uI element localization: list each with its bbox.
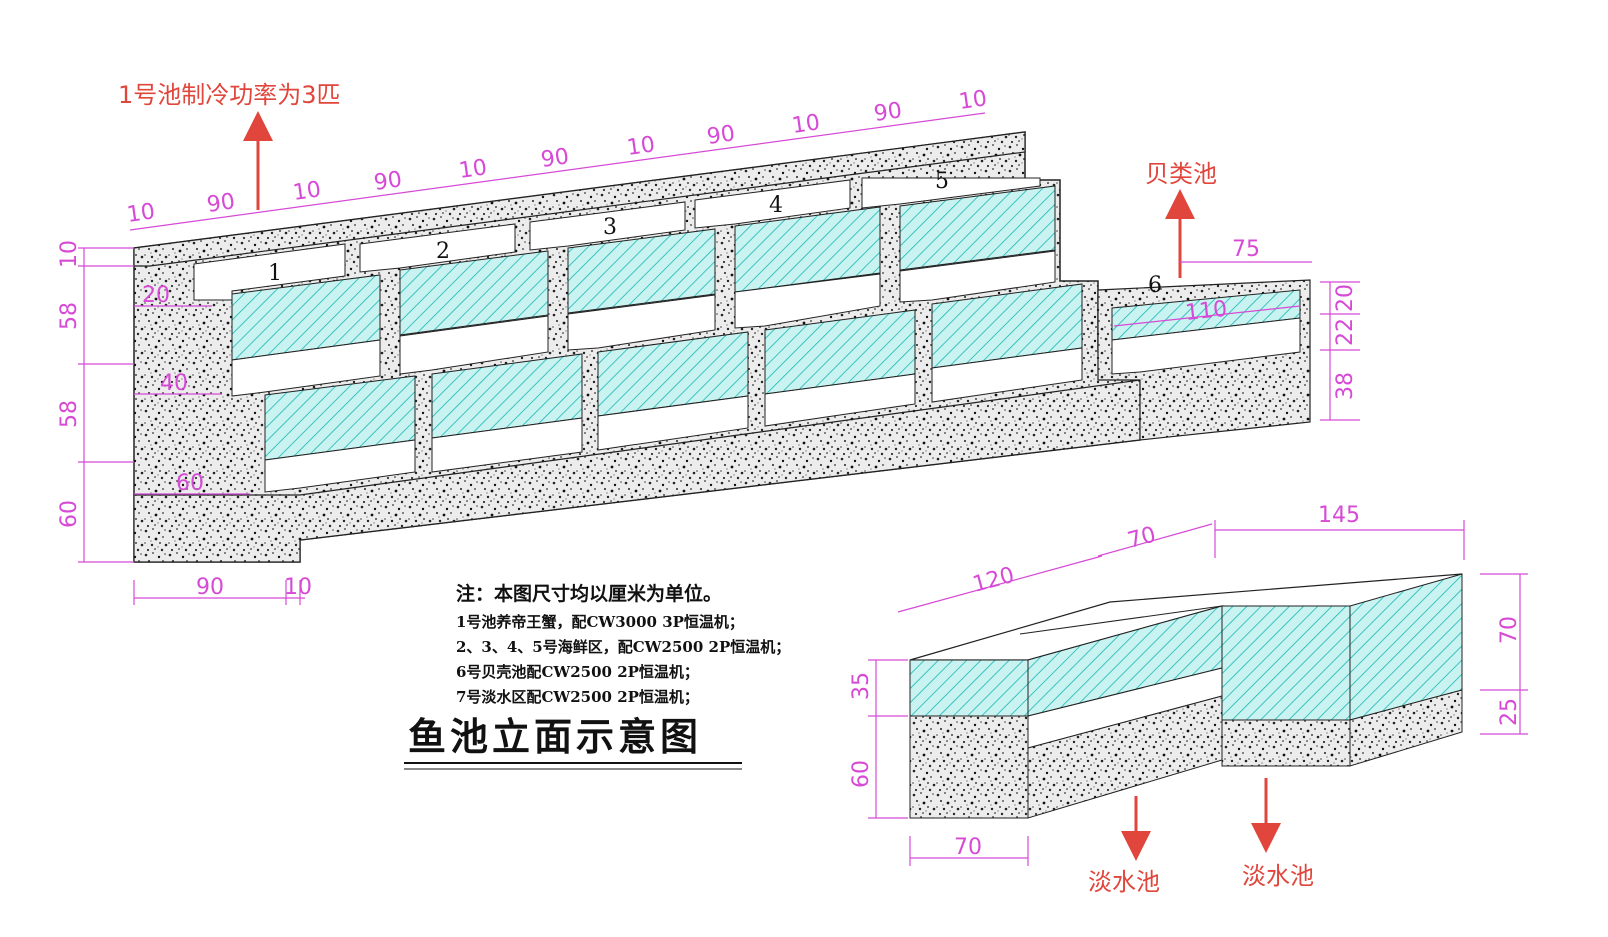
notes-block: 注：本图尺寸均以厘米为单位。 1号池养帝王蟹，配CW3000 3P恒温机； 2、…	[456, 582, 790, 706]
pond-number-6: 6	[1148, 273, 1162, 298]
dim-label: 10	[625, 132, 656, 161]
cooling-note: 1号池制冷功率为3匹	[118, 81, 341, 109]
dim-label: 22	[1333, 318, 1358, 346]
tank-cell	[567, 294, 716, 351]
dim-label: 90	[872, 98, 903, 127]
dim-label: 20	[1333, 284, 1358, 312]
dim-label: 60	[849, 760, 874, 788]
tank-cell	[231, 339, 381, 397]
dim-label: 70	[1497, 616, 1522, 644]
tank-cell	[931, 347, 1083, 403]
dim-label: 90	[539, 144, 570, 173]
freshwater-label: 淡水池	[1088, 868, 1160, 896]
dim-label: 10	[284, 575, 312, 600]
upper-pond-structure	[133, 131, 1311, 563]
tank-cell	[193, 243, 346, 301]
tank-cell	[264, 439, 416, 493]
top-dimension-line	[129, 112, 986, 231]
base-slab	[133, 379, 1141, 563]
tank-water	[734, 206, 881, 293]
concrete-front-left	[909, 715, 1029, 819]
tank-water	[899, 185, 1056, 271]
dim-label: 75	[1232, 237, 1260, 262]
tank-cell	[694, 179, 851, 229]
dim-label: 90	[372, 167, 403, 196]
inner-dimensions: 20 40 60	[134, 283, 250, 496]
shellfish-label: 贝类池	[1145, 160, 1217, 188]
left-dimension-line	[78, 247, 134, 563]
dim-label: 60	[57, 500, 82, 528]
pond-number-3: 3	[603, 215, 617, 240]
notes-line: 2、3、4、5号海鲜区，配CW2500 2P恒温机；	[456, 638, 790, 656]
pond-number-5: 5	[935, 169, 949, 194]
freshwater-annotation-1: 淡水池	[1088, 796, 1160, 896]
pond-number-labels: 1 2 3 4 5 6	[268, 169, 1162, 298]
freshwater-label: 淡水池	[1242, 862, 1314, 890]
notes-line: 1号池养帝王蟹，配CW3000 3P恒温机；	[456, 613, 744, 631]
pond-number-4: 4	[769, 193, 783, 218]
freshwater-annotation-2: 淡水池	[1242, 778, 1314, 890]
dim-label: 60	[176, 471, 204, 496]
diagram-title: 鱼池立面示意图	[408, 715, 702, 759]
dim-label: 10	[790, 110, 821, 139]
dim-label: 10	[457, 155, 488, 184]
top-dimensions: 10 90 10 90 10 90 10 90 10 90 10	[125, 86, 988, 228]
bottom-dimension-line	[133, 580, 305, 605]
dim-label: 58	[57, 302, 82, 330]
lower-dimensions	[868, 520, 1528, 866]
tank-cell	[899, 250, 1056, 303]
tank-cell	[431, 417, 583, 473]
pond-number-1: 1	[268, 261, 282, 286]
concrete-front-right	[1221, 719, 1351, 767]
lower-pond-structure	[909, 573, 1463, 819]
dim-label: 70	[1125, 522, 1159, 553]
dim-label: 38	[1333, 372, 1358, 400]
dim-label: 25	[1497, 698, 1522, 726]
tank-cell	[734, 273, 881, 329]
dim-label: 40	[160, 371, 188, 396]
tank-cell	[399, 315, 549, 375]
pond6-cell	[1111, 317, 1301, 375]
shellfish-annotation: 贝类池	[1145, 160, 1217, 278]
dim-label: 10	[125, 199, 156, 228]
notes-line: 6号贝壳池配CW2500 2P恒温机；	[456, 663, 699, 681]
water-front-right	[1221, 605, 1351, 721]
dim-label: 90	[196, 575, 224, 600]
tank-cell	[597, 395, 749, 451]
dim-label: 145	[1318, 503, 1360, 528]
dim-label: 110	[1184, 297, 1228, 326]
top-wall	[133, 131, 1026, 267]
dim-label: 120	[970, 563, 1017, 598]
tank-water	[399, 250, 549, 336]
dim-label: 35	[849, 672, 874, 700]
tank-cell	[529, 201, 686, 251]
dim-label: 90	[705, 121, 736, 150]
dim-label: 10	[57, 240, 82, 268]
tank-cell	[764, 373, 916, 427]
notes-heading: 注：本图尺寸均以厘米为单位。	[456, 582, 722, 605]
dim-label: 20	[142, 283, 170, 308]
dim-label: 10	[291, 177, 322, 206]
tank-cell	[359, 223, 516, 273]
dim-label: 10	[957, 86, 988, 115]
cooling-annotation: 1号池制冷功率为3匹	[118, 81, 341, 210]
left-dimensions: 10 58 58 60	[57, 240, 82, 528]
tank-water	[567, 228, 716, 314]
dim-label: 70	[954, 835, 982, 860]
notes-line: 7号淡水区配CW2500 2P恒温机；	[456, 688, 699, 706]
concrete-side-right	[1349, 689, 1463, 767]
tank-cell	[861, 177, 1041, 209]
pond-number-2: 2	[436, 239, 450, 264]
dim-label: 90	[205, 189, 236, 218]
pond6-dimensions: 75 110 20 22 38	[1113, 237, 1360, 421]
water-front-left	[909, 659, 1029, 717]
dim-label: 58	[57, 400, 82, 428]
